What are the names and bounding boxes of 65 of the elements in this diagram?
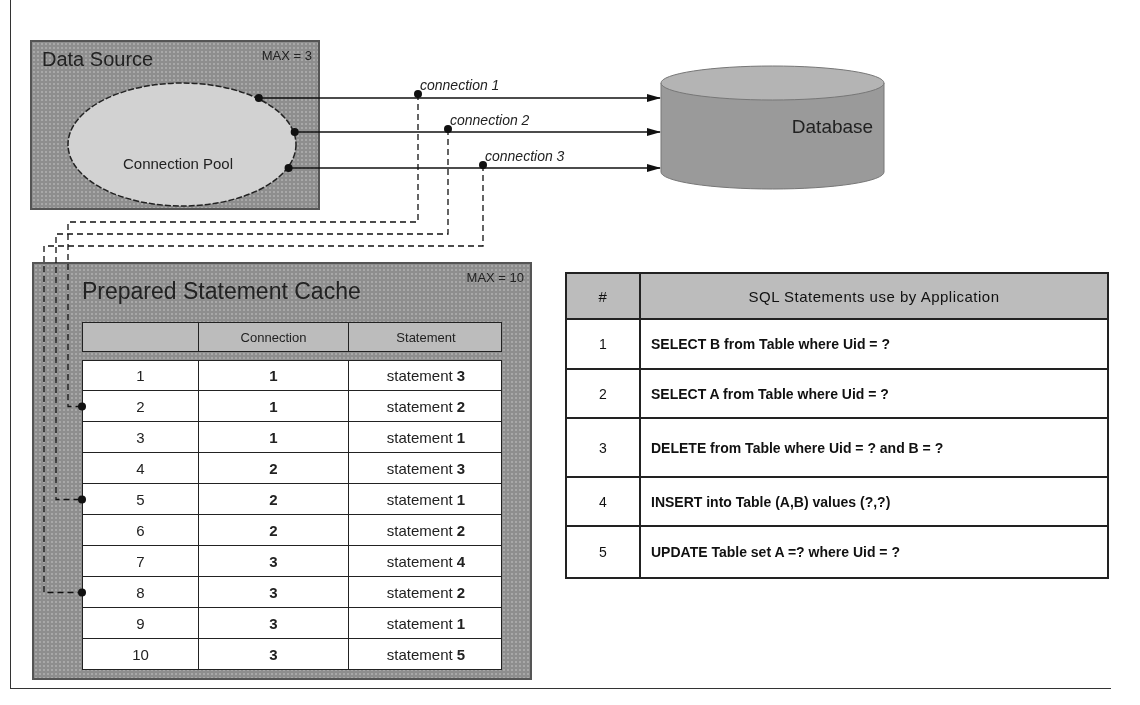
- database-label: Database: [791, 115, 874, 138]
- table-row: [82, 546, 502, 577]
- table-cell: statement 1: [348, 422, 503, 452]
- table-cell: statement 2: [348, 577, 503, 607]
- column-header: Statement: [348, 323, 503, 351]
- table-cell-text: 10: [131, 644, 150, 665]
- table-cell-text: 7: [135, 551, 146, 572]
- column-header: Connection: [198, 323, 348, 351]
- table-row: [82, 639, 502, 670]
- table-row: [82, 515, 502, 546]
- table-cell: 1: [198, 391, 348, 421]
- table-cell-text: 3: [135, 427, 146, 448]
- table-row: [82, 422, 502, 453]
- table-row: [82, 391, 502, 422]
- table-cell: statement 2: [348, 515, 503, 545]
- table-row: [82, 360, 502, 391]
- connection-arrow: [290, 128, 661, 136]
- table-cell: 3: [198, 577, 348, 607]
- table-cell: statement 1: [348, 484, 503, 514]
- table-cell-text: 5: [598, 543, 608, 562]
- table-cell-text: 4: [598, 492, 608, 512]
- table-cell-text: 3: [598, 438, 608, 458]
- cache-panel: [32, 262, 532, 680]
- dashed-connector: [67, 90, 422, 411]
- table-cell-text: 1: [598, 335, 608, 354]
- pool-label: Connection Pool: [122, 155, 234, 172]
- table-cell: statement 3: [348, 453, 503, 483]
- table-cell: 1: [198, 422, 348, 452]
- max-note: MAX = 3: [261, 48, 312, 63]
- dashed-connector: [55, 125, 452, 504]
- table-cell: UPDATE Table set A =? where Uid = ?: [639, 527, 1107, 577]
- panel-title: Prepared Statement Cache: [82, 278, 361, 305]
- table-cell: statement 1: [348, 608, 503, 638]
- dashed-connector: [43, 161, 487, 597]
- table-cell-text: 2: [598, 384, 608, 404]
- connection-arrow: [284, 164, 661, 172]
- table-cell-text: 1: [135, 366, 146, 386]
- table-cell-text: 2: [135, 396, 146, 417]
- table-cell-text: #: [597, 286, 609, 307]
- table-cell: statement 2: [348, 391, 503, 421]
- table-cell-text: 8: [135, 582, 146, 603]
- pool-ellipse: [67, 82, 297, 207]
- table-cell: 2: [198, 515, 348, 545]
- database-cylinder: [660, 65, 885, 190]
- table-cell: 3: [198, 546, 348, 576]
- table-cell-text: 6: [135, 520, 146, 541]
- table-cell: statement 5: [348, 639, 503, 669]
- table-cell-text: 4: [135, 458, 146, 479]
- connection-arrow: [254, 94, 661, 102]
- table-row: [82, 453, 502, 484]
- table-cell: 1: [198, 361, 348, 390]
- table-row: [82, 484, 502, 515]
- max-note: MAX = 10: [466, 270, 524, 285]
- table-row: [82, 608, 502, 639]
- panel-title: Data Source: [42, 48, 154, 71]
- table-cell-text: 9: [135, 613, 146, 634]
- table-cell: 2: [198, 453, 348, 483]
- data-source-panel: [30, 40, 320, 210]
- table-cell-text: 5: [135, 489, 146, 510]
- table-row: [82, 577, 502, 608]
- table-cell: 3: [198, 639, 348, 669]
- table-cell: 2: [198, 484, 348, 514]
- table-cell: statement 4: [348, 546, 503, 576]
- table-cell: 3: [198, 608, 348, 638]
- table-cell: statement 3: [348, 361, 503, 390]
